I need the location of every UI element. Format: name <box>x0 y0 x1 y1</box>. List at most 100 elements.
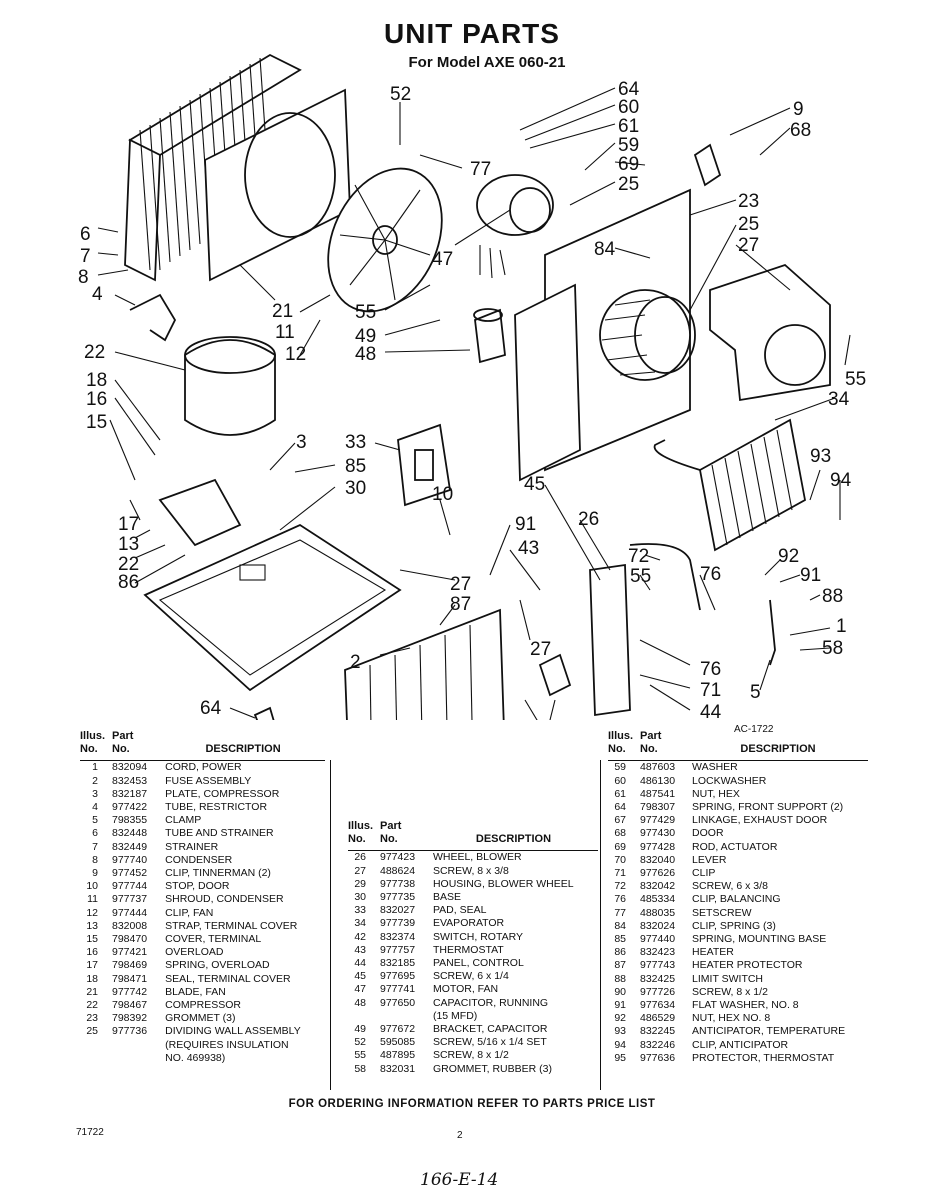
fan-motor-drawing <box>476 174 554 279</box>
description-cell: CLIP, FAN <box>165 906 214 919</box>
description-cell: SEAL, TERMINAL COVER <box>165 972 291 985</box>
description-cell: FLAT WASHER, NO. 8 <box>692 999 799 1012</box>
part-no-cell: 977739 <box>380 917 416 930</box>
description-cell: PLATE, COMPRESSOR <box>165 787 280 800</box>
illus-no-cell: 10 <box>86 880 98 893</box>
illus-no-cell: 22 <box>86 999 98 1012</box>
illus-no-cell: 11 <box>87 893 98 906</box>
illus-no-cell: 21 <box>86 985 98 998</box>
ordering-note: FOR ORDERING INFORMATION REFER TO PARTS … <box>288 1098 656 1110</box>
clamp-drawing <box>129 293 177 342</box>
callout-6: 6 <box>80 224 91 245</box>
illus-no-cell: 18 <box>86 972 98 985</box>
part-no-cell: 832042 <box>640 880 676 893</box>
part-no-cell: 977452 <box>112 867 148 880</box>
description-cell: LINKAGE, EXHAUST DOOR <box>692 814 828 827</box>
illus-no-cell: 3 <box>92 787 98 800</box>
illus-no-cell: 76 <box>614 893 626 906</box>
callout-71: 76 <box>700 659 721 680</box>
description-cell: ANTICIPATOR, TEMPERATURE <box>692 1025 846 1038</box>
callout-61: 64 <box>618 79 640 100</box>
part-no-cell: 798467 <box>112 999 148 1012</box>
description-cell: DOOR <box>692 827 724 840</box>
callout-68: 69 <box>618 154 639 175</box>
table-row: 72 832042 SCREW, 6 x 3/8 <box>608 880 868 893</box>
illus-no-cell: 77 <box>614 906 626 919</box>
description-cell: BLADE, FAN <box>165 985 226 998</box>
illus-no-cell: 45 <box>354 970 366 983</box>
part-no-cell: 977726 <box>640 985 676 998</box>
callout-13: 13 <box>118 534 139 555</box>
illus-no-cell: 91 <box>614 999 626 1012</box>
illus-no-cell: 15 <box>86 933 98 946</box>
description-cell: CORD, POWER <box>165 761 242 774</box>
description-cell: HOUSING, BLOWER WHEEL <box>432 877 574 890</box>
part-no-cell: 798355 <box>112 814 148 827</box>
condenser-drawing <box>124 53 302 282</box>
callout-90: 88 <box>822 586 843 607</box>
callout-23: 22 <box>118 554 139 575</box>
illus-no-cell: 69 <box>614 840 626 853</box>
description-cell: CONDENSER <box>165 853 233 866</box>
description-cell: STRAP, TERMINAL COVER <box>165 919 298 932</box>
callout-9: 9 <box>793 99 804 120</box>
pad-seal-drawing <box>397 423 452 507</box>
capacitor-drawing <box>473 308 506 364</box>
description-cell: THERMOSTAT <box>432 943 504 956</box>
table-row: (15 MFD) <box>348 1010 598 1023</box>
part-no-cell: 977423 <box>380 851 416 864</box>
part-no-cell: 977744 <box>112 880 148 893</box>
part-no-cell: 832448 <box>112 827 148 840</box>
callout-2: 2 <box>350 652 361 673</box>
front-support-spring-drawing <box>253 706 275 720</box>
illus-no-cell: 88 <box>614 972 626 985</box>
illus-no-cell: 93 <box>614 1025 626 1038</box>
illus-no-cell <box>348 1010 380 1023</box>
part-no-cell: 832423 <box>640 946 676 959</box>
description-cell: SCREW, 6 x 3/8 <box>692 880 768 893</box>
illus-no-cell: 72 <box>614 880 626 893</box>
description-cell: (REQUIRES INSULATION <box>165 1038 289 1051</box>
callout-70: 71 <box>700 680 721 701</box>
callout-11: 11 <box>275 322 295 343</box>
callout-94: 94 <box>830 470 852 491</box>
part-no-cell: 832245 <box>640 1025 676 1038</box>
illus-no-cell: 25 <box>86 1025 98 1038</box>
part-no-cell: 832024 <box>640 919 676 932</box>
door-drawing <box>693 143 722 187</box>
description-cell: CLIP, TINNERMAN (2) <box>165 867 271 880</box>
description-cell: GROMMET, RUBBER (3) <box>432 1062 552 1075</box>
callout-26: 25 <box>738 214 759 235</box>
description-cell: COVER, TERMINAL <box>165 933 262 946</box>
description-cell: BASE <box>432 891 461 904</box>
callout-55c: 55 <box>845 369 866 390</box>
callout-48: 48 <box>355 344 376 365</box>
description-cell: TUBE AND STRAINER <box>165 827 274 840</box>
part-no-cell: 977636 <box>640 1051 676 1064</box>
part-no-cell: 798470 <box>112 933 148 946</box>
description-cell: LOCKWASHER <box>692 774 767 787</box>
part-no-cell: 977672 <box>380 1023 416 1036</box>
callout-93: 93 <box>810 446 831 467</box>
part-no-cell <box>112 1052 165 1065</box>
illus-no-cell <box>80 1052 112 1065</box>
power-cord-drawing <box>769 599 776 666</box>
callout-21: 21 <box>272 301 293 322</box>
description-cell: CLIP, SPRING (3) <box>692 919 776 932</box>
compressor-drawing <box>184 336 276 436</box>
callout-47: 47 <box>432 249 453 270</box>
callout-64: 64 <box>200 698 222 719</box>
